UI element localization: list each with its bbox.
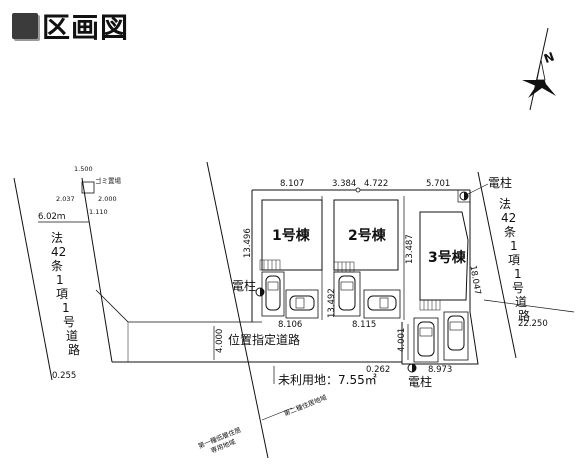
lot-1: 1号棟 13.496 8.106 xyxy=(243,196,323,330)
svg-text:42: 42 xyxy=(51,245,66,259)
left-road: 6.02ｍ 0.255 法 42 条 1 項 1 号 道 路 xyxy=(13,177,113,381)
dim-3384: 3.384 xyxy=(332,179,356,189)
dim-2037: 2.037 xyxy=(56,195,75,203)
zone-right-label: 第二種住居地域 xyxy=(282,392,328,418)
top-boundary: 8.107 3.384 4.722 5.701 xyxy=(251,179,470,322)
dim-2000: 2.000 xyxy=(98,195,117,203)
car-icon xyxy=(417,321,435,357)
svg-text:1: 1 xyxy=(62,301,70,315)
lot-3: 3号棟 4.001 0.262 8.973 18.047 xyxy=(366,190,482,375)
pole-bottom-label: 電柱 xyxy=(408,374,432,389)
garbage-label: ゴミ置場 xyxy=(95,176,122,185)
svg-text:42: 42 xyxy=(501,211,516,225)
road-left-label: 法 42 条 1 項 1 号 道 路 xyxy=(51,231,80,357)
page-header: 区画図 xyxy=(12,8,129,44)
dim-4722: 4.722 xyxy=(364,179,388,189)
pole-top-label: 電柱 xyxy=(488,175,512,190)
unused-land-label: 未利用地：7.55㎡ xyxy=(278,373,377,387)
pole-left-label: 電柱 xyxy=(232,278,256,293)
road-right-label: 法 42 条 1 項 1 号 道 路 xyxy=(499,197,530,323)
svg-text:号: 号 xyxy=(512,281,524,295)
dim-8115: 8.115 xyxy=(352,320,376,330)
car-icon xyxy=(338,275,356,311)
compass-star-icon xyxy=(522,70,556,98)
dim-13487: 13.487 xyxy=(405,234,415,264)
svg-text:法: 法 xyxy=(499,197,511,211)
dim-5701: 5.701 xyxy=(426,179,450,189)
dim-13496: 13.496 xyxy=(243,228,253,258)
dim-1500: 1.500 xyxy=(74,165,93,173)
svg-text:道: 道 xyxy=(66,329,78,343)
car-icon xyxy=(289,295,315,311)
dim-22250: 22.250 xyxy=(518,319,548,329)
car-icon xyxy=(447,315,465,351)
dim-1110: 1.110 xyxy=(89,208,108,216)
utility-pole-top: 電柱 xyxy=(457,175,512,203)
dim-4000: 4.000 xyxy=(215,329,225,353)
dim-4001: 4.001 xyxy=(397,328,407,352)
north-compass: N xyxy=(522,27,556,111)
car-icon xyxy=(367,295,397,311)
dim-13492: 13.492 xyxy=(327,288,337,318)
page-title: 区画図 xyxy=(42,11,130,44)
building-1-label: 1号棟 xyxy=(272,227,311,244)
dim-8973: 8.973 xyxy=(428,365,452,375)
dim-0262: 0.262 xyxy=(366,365,390,375)
compass-north-label: N xyxy=(542,50,556,67)
dim-0255: 0.255 xyxy=(52,371,76,381)
svg-text:法: 法 xyxy=(51,231,63,245)
right-road: 22.250 法 42 条 1 項 1 号 道 路 xyxy=(477,171,575,359)
svg-text:号: 号 xyxy=(63,315,75,329)
svg-text:項: 項 xyxy=(508,253,520,267)
utility-pole-left: 電柱 xyxy=(232,278,265,297)
svg-text:条: 条 xyxy=(504,225,516,239)
svg-text:1: 1 xyxy=(514,267,522,281)
lot-2: 2号棟 13.487 13.492 8.115 xyxy=(327,196,415,330)
svg-text:道: 道 xyxy=(515,295,527,309)
svg-text:路: 路 xyxy=(518,308,530,323)
road-width-dim: 6.02ｍ xyxy=(38,212,65,222)
dim-8107: 8.107 xyxy=(280,179,304,189)
svg-text:項: 項 xyxy=(56,287,68,301)
building-3-label: 3号棟 xyxy=(428,249,467,266)
car-icon xyxy=(265,275,281,311)
svg-text:条: 条 xyxy=(51,259,63,273)
header-mark xyxy=(12,13,38,39)
utility-pole-bottom: 電柱 xyxy=(407,363,432,389)
private-road-label: 位置指定道路 xyxy=(228,332,300,347)
svg-text:1: 1 xyxy=(510,239,518,253)
building-2-label: 2号棟 xyxy=(348,227,387,244)
garbage-area: 1.500 ゴミ置場 2.037 2.000 1.110 xyxy=(56,165,122,216)
dim-8106: 8.106 xyxy=(278,320,302,330)
svg-text:1: 1 xyxy=(56,273,64,287)
svg-text:路: 路 xyxy=(68,342,80,357)
private-road-area: 4.000 位置指定道路 未利用地：7.55㎡ xyxy=(95,289,402,387)
